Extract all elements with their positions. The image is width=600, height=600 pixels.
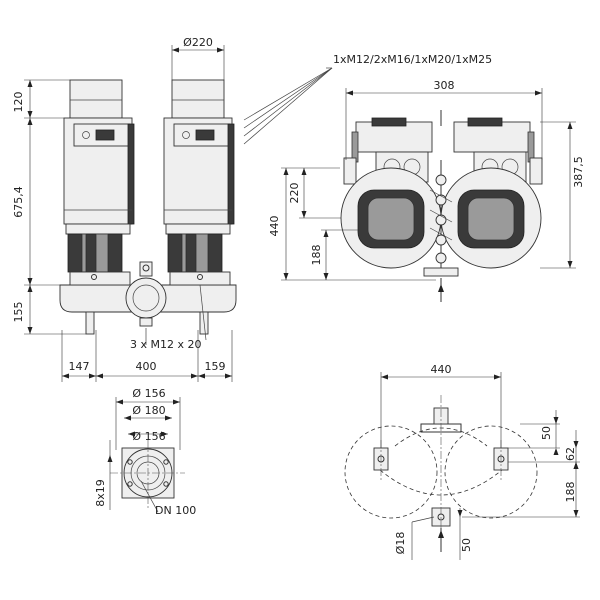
dim-base-62: 62 bbox=[564, 447, 577, 461]
dim-base-188: 188 bbox=[564, 482, 577, 503]
dim-height-188: 188 bbox=[310, 245, 323, 266]
flange-detail bbox=[110, 440, 185, 510]
dim-flange-d156: Ø 156 bbox=[132, 430, 165, 443]
dim-base-50-bottom: 50 bbox=[460, 538, 473, 552]
dim-base-50-top: 50 bbox=[540, 426, 553, 440]
base-view bbox=[344, 395, 538, 552]
dim-base-d18: Ø18 bbox=[394, 532, 407, 555]
nominal-diameter-label: DN 100 bbox=[155, 504, 196, 517]
dim-width-left: 147 bbox=[69, 360, 90, 373]
dim-width-right: 159 bbox=[205, 360, 226, 373]
dim-height-220: 220 bbox=[288, 183, 301, 204]
dim-height-440: 440 bbox=[268, 216, 281, 237]
motor-cap-right bbox=[171, 79, 225, 119]
dim-top-width: 308 bbox=[434, 79, 455, 92]
front-flange bbox=[125, 277, 167, 319]
front-dimensions: 120 675,4 155 Ø220 1xM12/2xM16/1xM20/1xM… bbox=[12, 36, 492, 382]
lantern-right bbox=[165, 223, 231, 235]
dim-flange-d180: Ø 180 bbox=[132, 404, 165, 417]
top-view bbox=[340, 110, 543, 302]
dim-flange-diameter: Ø220 bbox=[183, 36, 213, 49]
dim-height-total: 675,4 bbox=[12, 186, 25, 218]
front-view bbox=[59, 79, 237, 335]
dim-flange-d156-top: Ø 156 bbox=[132, 387, 165, 400]
base-dimensions: 440 50 62 188 50 Ø18 bbox=[380, 363, 580, 560]
dim-right-height: 387,5 bbox=[572, 156, 585, 188]
motor-cap-left bbox=[69, 79, 123, 119]
flange-dimensions: Ø 156 Ø 180 Ø 156 8x19 DN 100 bbox=[94, 387, 196, 517]
dim-flange-bolts: 8x19 bbox=[94, 479, 107, 507]
dim-base-width: 440 bbox=[431, 363, 452, 376]
dim-width-center: 400 bbox=[136, 360, 157, 373]
dim-height-top: 120 bbox=[12, 92, 25, 113]
top-view-dimensions: 308 387,5 440 220 188 bbox=[268, 79, 585, 281]
lantern-left bbox=[65, 223, 131, 235]
dim-height-base: 155 bbox=[12, 302, 25, 323]
cable-glands-label: 1xM12/2xM16/1xM20/1xM25 bbox=[333, 53, 492, 66]
foot-bolts-label: 3 x M12 x 20 bbox=[130, 338, 202, 351]
